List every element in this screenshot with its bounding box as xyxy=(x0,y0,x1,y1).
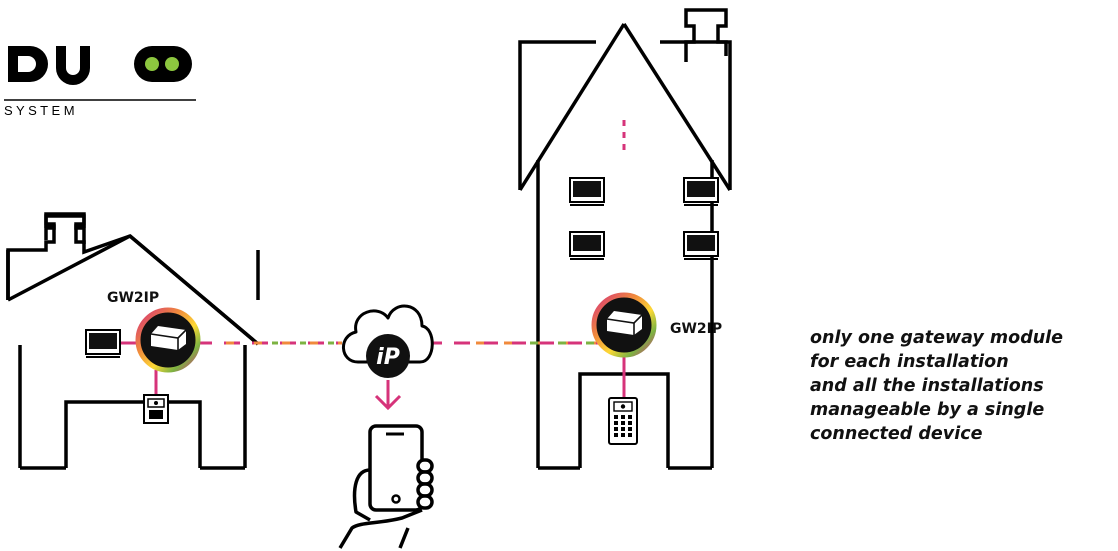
caption-line: connected device xyxy=(810,422,1115,446)
gateway-device-icon xyxy=(151,326,186,350)
keypad-entry-panel-icon xyxy=(609,398,637,444)
gateway-device-icon xyxy=(607,311,642,335)
gateway-left xyxy=(138,310,198,370)
monitor-icon xyxy=(684,178,718,205)
logo-subtitle: S Y S T E M xyxy=(4,103,75,118)
caption-line: for each installation xyxy=(810,350,1115,374)
monitor-icon xyxy=(86,330,120,357)
caption-text: only one gateway module for each install… xyxy=(810,326,1115,446)
small-house-chimney xyxy=(46,214,84,244)
door-entry-panel-icon xyxy=(144,395,168,423)
arrow-down-icon xyxy=(376,380,400,408)
monitor-icon xyxy=(570,178,604,205)
cloud-label: iP xyxy=(376,345,400,370)
gateway-right xyxy=(594,295,654,355)
caption-line: only one gateway module xyxy=(810,326,1115,350)
caption-line: manageable by a single xyxy=(810,398,1115,422)
smartphone-in-hand-icon xyxy=(340,426,432,548)
gateway-label-left: GW2IP xyxy=(107,290,159,306)
monitor-icon xyxy=(570,232,604,259)
logo-dot-right-icon xyxy=(165,57,179,71)
duo-system-logo: S Y S T E M xyxy=(4,46,196,118)
cloud-icon: iP xyxy=(343,306,432,378)
caption-line: and all the installations xyxy=(810,374,1115,398)
gateway-label-right: GW2IP xyxy=(670,321,722,337)
logo-dot-left-icon xyxy=(145,57,159,71)
monitor-icon xyxy=(684,232,718,259)
